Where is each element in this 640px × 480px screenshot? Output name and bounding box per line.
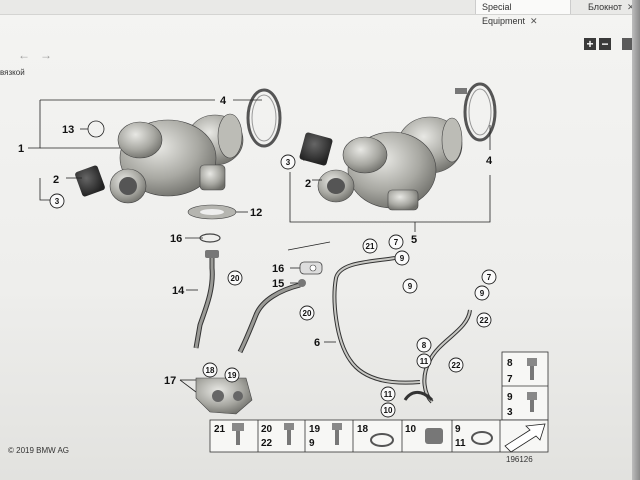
- tab-special-equipment[interactable]: Special Equipment ✕: [475, 0, 571, 26]
- table-cell: 7: [507, 374, 513, 385]
- callout-circle-21: 21: [362, 238, 378, 254]
- callout-1: 1: [18, 143, 24, 155]
- browser-tab-bar: Special Equipment ✕ Блокнот ✕: [0, 0, 640, 26]
- callout-circle-20: 20: [227, 270, 243, 286]
- table-cell: 10: [405, 424, 417, 435]
- svg-text:9: 9: [400, 254, 405, 263]
- svg-text:10: 10: [384, 406, 393, 415]
- callout-circle-11: 11: [380, 386, 396, 402]
- svg-text:11: 11: [420, 357, 429, 366]
- o-ring-13[interactable]: [87, 120, 105, 138]
- clamp-left[interactable]: [246, 88, 282, 148]
- table-cell: 9: [309, 438, 315, 449]
- svg-text:3: 3: [286, 158, 291, 167]
- close-icon[interactable]: ✕: [627, 2, 635, 12]
- callout-circle-7: 7: [388, 234, 404, 250]
- svg-text:9: 9: [408, 282, 413, 291]
- callout-circle-3: 3: [280, 154, 296, 170]
- svg-text:21: 21: [366, 242, 375, 251]
- svg-text:20: 20: [231, 274, 240, 283]
- copyright-text: © 2019 BMW AG: [8, 446, 70, 455]
- turbocharger-left[interactable]: [109, 113, 244, 204]
- table-cell: 3: [507, 407, 513, 418]
- callout-circle-7: 7: [481, 269, 497, 285]
- svg-text:22: 22: [452, 361, 461, 370]
- monitor-bezel: [632, 0, 640, 480]
- tab-label: Блокнот: [588, 2, 623, 12]
- callout-16: 16: [272, 263, 284, 275]
- callout-circle-9: 9: [394, 250, 410, 266]
- callout-6: 6: [314, 337, 320, 349]
- svg-text:8: 8: [422, 341, 427, 350]
- callout-2: 2: [53, 174, 59, 186]
- callout-circle-19: 19: [224, 367, 240, 383]
- panel-button[interactable]: [622, 38, 632, 50]
- callout-circle-22: 22: [476, 312, 492, 328]
- callout-4: 4: [486, 155, 493, 167]
- banjo-16[interactable]: [299, 261, 323, 275]
- gasket-12[interactable]: [187, 204, 237, 220]
- back-arrow-icon[interactable]: ←: [18, 48, 30, 62]
- svg-text:18: 18: [206, 366, 215, 375]
- bottom-parts-table: 21 20 22 19 9 18 10 9 11: [209, 419, 549, 453]
- svg-text:19: 19: [228, 371, 237, 380]
- callout-2: 2: [305, 178, 311, 190]
- svg-text:11: 11: [384, 390, 393, 399]
- table-cell: 21: [214, 424, 226, 435]
- callout-circle-8: 8: [416, 337, 432, 353]
- callout-13: 13: [62, 124, 74, 136]
- svg-text:22: 22: [480, 316, 489, 325]
- oil-line-15[interactable]: [237, 279, 306, 354]
- arrow-icon: [504, 423, 546, 453]
- tab-notepad[interactable]: Блокнот ✕: [582, 0, 640, 14]
- fitting-17[interactable]: [195, 377, 253, 415]
- svg-text:7: 7: [394, 238, 399, 247]
- table-cell: 18: [357, 424, 369, 435]
- callout-circle-22: 22: [448, 357, 464, 373]
- callout-16: 16: [170, 233, 182, 245]
- close-icon[interactable]: ✕: [530, 16, 538, 26]
- callout-4: 4: [220, 95, 227, 107]
- coolant-line-6[interactable]: [332, 256, 472, 404]
- callout-circle-9: 9: [474, 285, 490, 301]
- image-number: 196126: [506, 455, 533, 464]
- callout-12: 12: [250, 207, 262, 219]
- forward-arrow-icon[interactable]: →: [40, 48, 52, 62]
- actuator-left[interactable]: [74, 165, 105, 198]
- tab-label: Special Equipment: [482, 2, 526, 26]
- callout-17: 17: [164, 375, 176, 387]
- actuator-right[interactable]: [299, 132, 333, 166]
- callout-5: 5: [411, 234, 417, 246]
- callout-circle-10: 10: [380, 402, 396, 418]
- zoom-out-button[interactable]: −: [599, 38, 611, 50]
- sealing-ring-16[interactable]: [199, 233, 221, 243]
- callout-circle-11: 11: [416, 353, 432, 369]
- svg-text:3: 3: [55, 197, 60, 206]
- table-cell: 11: [455, 438, 466, 449]
- callout-circle-20: 20: [299, 305, 315, 321]
- table-cell: 9: [507, 392, 513, 403]
- callout-15: 15: [272, 278, 284, 290]
- table-cell: 9: [455, 424, 461, 435]
- callout-circle-18: 18: [202, 362, 218, 378]
- oil-line-14[interactable]: [193, 250, 219, 349]
- zoom-in-button[interactable]: +: [584, 38, 596, 50]
- table-cell: 19: [309, 424, 321, 435]
- table-cell: 20: [261, 424, 273, 435]
- callout-circle-9: 9: [402, 278, 418, 294]
- svg-text:20: 20: [303, 309, 312, 318]
- callout-circle-3: 3: [49, 193, 65, 209]
- callout-14: 14: [172, 285, 185, 297]
- side-parts-table: 8 7 9 3: [501, 351, 549, 421]
- clamp-right[interactable]: [455, 82, 497, 142]
- svg-text:7: 7: [487, 273, 492, 282]
- table-cell: 22: [261, 438, 273, 449]
- svg-text:9: 9: [480, 289, 485, 298]
- breadcrumb[interactable]: вязкой: [0, 68, 25, 77]
- table-cell: 8: [507, 358, 513, 369]
- turbocharger-right[interactable]: [317, 116, 463, 211]
